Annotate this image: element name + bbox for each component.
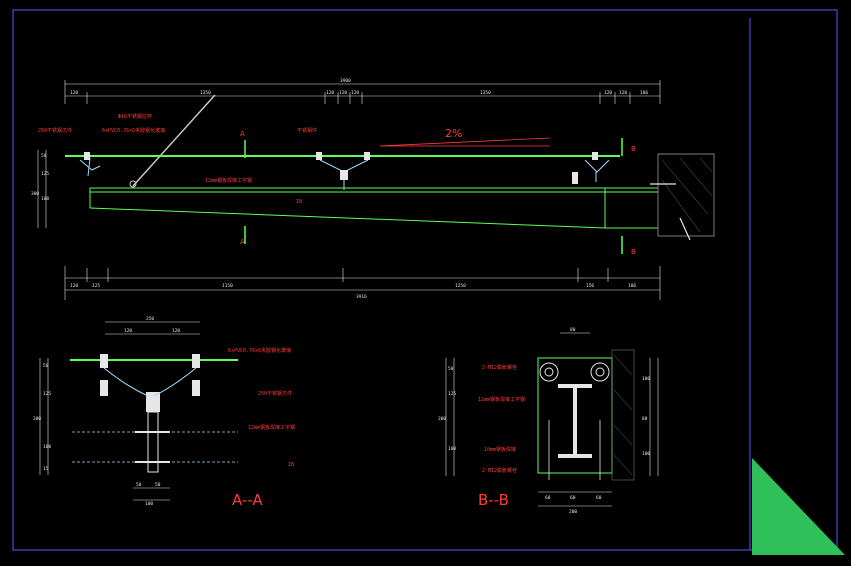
label-i-section: I8 — [296, 199, 302, 205]
label-steel-cable: Φ16不锈钢拉杆 — [118, 113, 152, 120]
label-glass: 6+PVC0.76+6夹胶钢化玻璃 — [102, 127, 165, 134]
section-b-right-dim-2: 80 — [642, 416, 648, 422]
plan-bottom-dim-6: 186 — [628, 283, 636, 289]
section-b-title: B--B — [478, 491, 509, 509]
section-b-bottom-dim-4: 200 — [569, 509, 577, 515]
section-a-dim-2: 120 — [124, 328, 132, 334]
section-a-label-glass: 6+PVC0.76+6夹胶钢化玻璃 — [228, 347, 291, 354]
plan-bottom-dim-5: 156 — [586, 283, 594, 289]
plan-bottom-dim-4: 1250 — [455, 283, 466, 289]
section-a-bottom-dim-2: 50 — [155, 482, 161, 488]
section-b-left-dim-1: 50 — [448, 366, 454, 372]
plan-dim-5: 120 — [351, 90, 359, 96]
plan-left-dim-4: 300 — [31, 191, 39, 197]
section-b-left-dim-2: 125 — [448, 391, 456, 397]
outer-frame — [12, 9, 838, 551]
section-a-left-dim-3: 100 — [43, 444, 51, 450]
plan-bottom-overall-dim: 3916 — [356, 294, 367, 300]
section-b-bottom-dim-3: 60 — [596, 495, 602, 501]
section-a-left-dim-4: 300 — [33, 416, 41, 422]
label-beam: 12mm钢板焊接工字钢 — [205, 177, 252, 184]
section-a-title: A--A — [232, 491, 263, 509]
section-b-bottom-dim-1: 60 — [545, 495, 551, 501]
cut-mark-b-top: B — [631, 145, 636, 153]
section-a-left-dim-5: 15 — [43, 466, 49, 472]
plan-left-dim-3: 100 — [41, 196, 49, 202]
cut-mark-a-bottom: A — [240, 238, 245, 246]
section-a-left-dim-2: 125 — [43, 391, 51, 397]
section-b-bottom-dim-2: 60 — [570, 495, 576, 501]
plan-dim-1: 120 — [70, 90, 78, 96]
plan-dim-8: 120 — [619, 90, 627, 96]
plan-left-dim-2: 125 — [41, 171, 49, 177]
section-b-left-dim-4: 300 — [438, 416, 446, 422]
section-b-label-plate: 10mm钢板焊接 — [484, 446, 516, 453]
section-a-bottom-dim-3: 100 — [145, 501, 153, 507]
plan-dim-6: 1250 — [480, 90, 491, 96]
cut-mark-b-bottom: B — [631, 248, 636, 256]
section-a-bottom-dim-1: 50 — [136, 482, 142, 488]
plan-dim-2: 1250 — [200, 90, 211, 96]
steel-cable-rod — [132, 94, 216, 187]
section-b-top-dim: 80 — [570, 327, 576, 333]
tapered-beam — [89, 187, 658, 229]
wall-hatch — [657, 153, 715, 237]
plan-dim-9: 186 — [640, 90, 648, 96]
plan-view: 3900 120 1250 120 120 120 1250 120 120 1… — [31, 78, 715, 300]
plan-bottom-dim-1: 120 — [70, 283, 78, 289]
section-b-label-anchor-top: 2-M12膨胀螺栓 — [482, 364, 517, 371]
label-claw: 250不锈钢爪件 — [38, 127, 72, 134]
plan-dim-4: 120 — [339, 90, 347, 96]
navigation-corner-triangle[interactable] — [752, 458, 845, 555]
plan-left-dim-1: 50 — [41, 153, 47, 159]
plan-bottom-dim-3: 1150 — [222, 283, 233, 289]
section-a-label-beam: 12mm钢板焊接工字钢 — [248, 424, 295, 431]
section-b-left-dim-3: 100 — [448, 446, 456, 452]
section-a: 250 120 120 6+PVC0.76+6夹胶钢化玻璃 250不锈钢爪件 1… — [33, 316, 295, 509]
section-b: 80 2-M12膨胀螺栓 12mm钢板焊接工字钢 10mm钢板焊接 2-M12膨… — [438, 327, 659, 515]
plan-top-overall-dim: 3900 — [340, 78, 351, 84]
cut-mark-a-top: A — [240, 130, 245, 138]
plan-bottom-dim-2: 125 — [92, 283, 100, 289]
section-a-left-dim-1: 50 — [43, 363, 49, 369]
section-b-right-dim-3: 100 — [642, 451, 650, 457]
slope-label: 2% — [445, 127, 462, 140]
section-b-right-dim-1: 100 — [642, 376, 650, 382]
plan-dim-7: 120 — [604, 90, 612, 96]
section-a-label-claw: 250不锈钢爪件 — [258, 390, 292, 397]
label-joint: 不锈钢件 — [297, 127, 317, 134]
section-a-dim-3: 120 — [172, 328, 180, 334]
section-a-label-i-section: I8 — [288, 462, 294, 468]
section-b-label-beam: 12mm钢板焊接工字钢 — [478, 396, 525, 403]
section-a-dim-1: 250 — [146, 316, 154, 322]
plan-dim-3: 120 — [326, 90, 334, 96]
section-b-label-anchor-bottom: 2-M12膨胀螺栓 — [482, 467, 517, 474]
